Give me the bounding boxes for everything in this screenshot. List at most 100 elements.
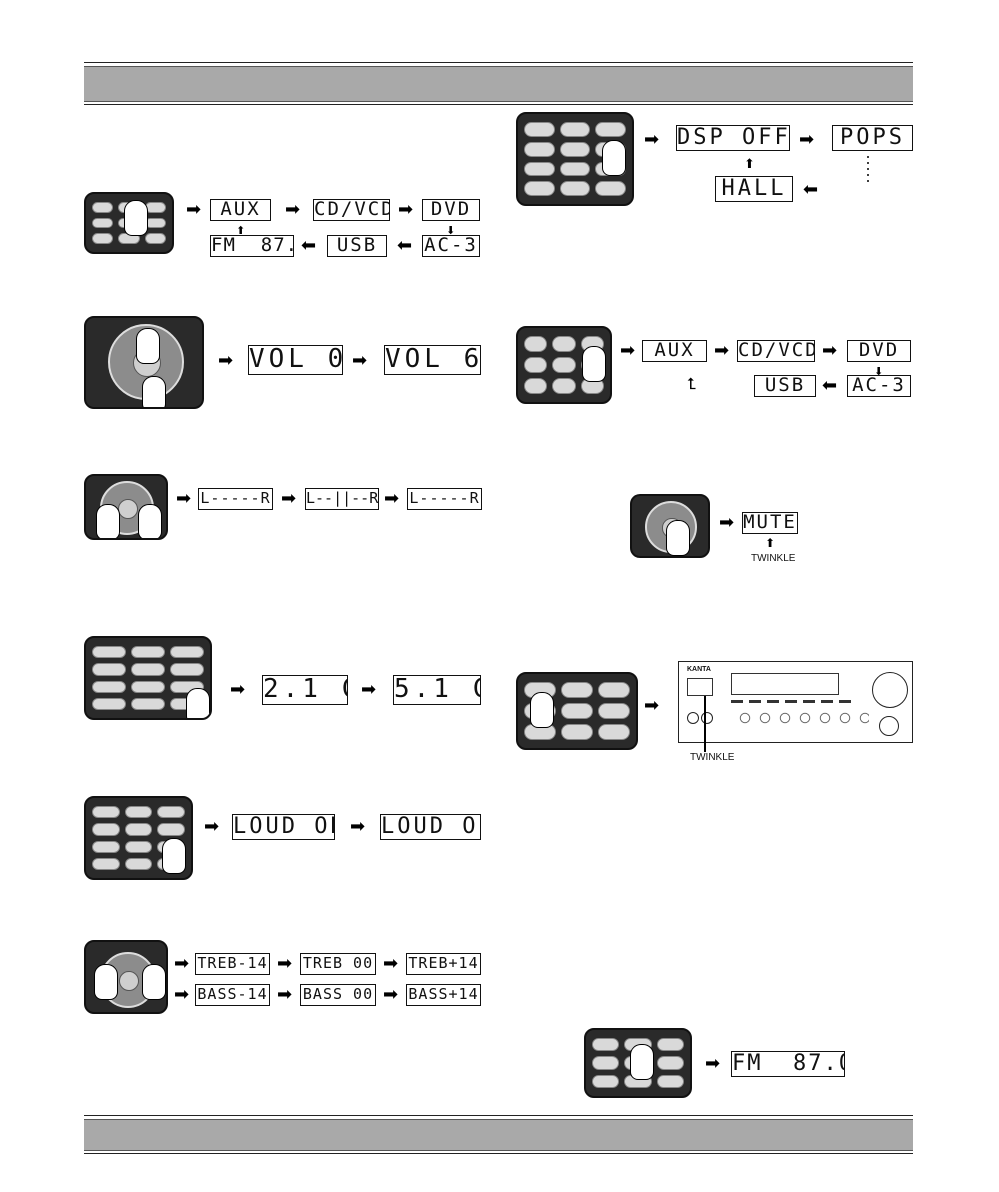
display-vol-00: VOL 00	[248, 345, 343, 375]
arrow-right-icon: ➡	[383, 953, 399, 974]
pointing-hand-icon	[666, 520, 690, 556]
remote-button[interactable]	[92, 806, 120, 819]
arrow-up-icon: ⬆	[236, 224, 246, 237]
stereo-button[interactable]	[559, 161, 591, 177]
pointing-hand-icon	[124, 200, 148, 236]
dsp-button[interactable]	[157, 823, 185, 836]
remote-button[interactable]	[124, 840, 153, 853]
twinkle-pointer-line	[704, 696, 706, 752]
input-button[interactable]	[561, 682, 593, 698]
display-bass-plus-14: BASS+14	[406, 984, 481, 1006]
display-button[interactable]	[656, 1056, 684, 1070]
remote-button[interactable]	[92, 823, 120, 836]
dsp-button[interactable]	[656, 1074, 684, 1088]
remote-button[interactable]	[524, 122, 555, 137]
volume-knob[interactable]	[872, 672, 908, 708]
remote-button[interactable]	[92, 857, 120, 870]
display-button[interactable]	[595, 122, 626, 137]
mute-button[interactable]	[598, 682, 630, 698]
display-hall: HALL	[715, 176, 793, 202]
fm-button[interactable]	[561, 703, 593, 719]
arrow-right-icon: ➡	[174, 984, 190, 1005]
ch-button[interactable]	[92, 217, 114, 229]
pointing-hand-icon	[582, 346, 606, 382]
display-button[interactable]	[598, 703, 630, 719]
remote-button[interactable]	[124, 823, 153, 836]
remote-fm-panel	[584, 1028, 692, 1098]
remote-button[interactable]	[124, 857, 153, 870]
fm-button[interactable]	[559, 122, 591, 137]
display-dvd: DVD	[422, 199, 480, 221]
am-button[interactable]	[561, 724, 593, 740]
display-dsp-off: DSP OFF	[676, 125, 790, 151]
remote-button[interactable]	[92, 680, 126, 693]
pointing-hand-icon	[630, 1044, 654, 1080]
header-rule-bottom	[84, 104, 913, 105]
display-button[interactable]	[157, 806, 185, 819]
remote-button[interactable]	[552, 357, 576, 373]
stereo-button[interactable]	[131, 663, 165, 676]
remote-channel-panel	[84, 636, 212, 720]
pointing-hand-icon	[94, 964, 118, 1000]
display-usb-2: USB	[754, 375, 816, 397]
standby-button[interactable]	[592, 1038, 620, 1052]
remote-button[interactable]	[592, 1056, 620, 1070]
front-display	[731, 673, 839, 695]
front-button-strip	[731, 700, 851, 703]
arrow-right-icon: ➡	[218, 350, 234, 371]
tone-knob[interactable]	[879, 716, 899, 736]
remote-button[interactable]	[524, 378, 548, 394]
remote-button[interactable]	[92, 697, 126, 710]
arrow-right-icon: ➡	[822, 340, 838, 361]
display-balance-center: L--||--R	[305, 488, 379, 510]
dsp-button[interactable]	[598, 724, 630, 740]
arrow-right-icon: ➡	[285, 199, 301, 220]
remote-button[interactable]	[92, 233, 114, 244]
display-fm-8750: FM 87.50	[210, 235, 294, 257]
receiver-front-panel: KANTA	[678, 661, 913, 743]
arrow-left-icon: ⬅	[301, 235, 317, 256]
am-button[interactable]	[131, 646, 165, 659]
arrow-right-icon: ➡	[644, 695, 660, 716]
remote-button[interactable]	[144, 233, 166, 244]
display-balance-right: L-----R	[407, 488, 482, 510]
footer-rule-top	[84, 1115, 913, 1116]
remote-button[interactable]	[524, 181, 555, 196]
twinkle-label-standby: TWINKLE	[690, 752, 735, 763]
arrow-right-icon: ➡	[281, 488, 297, 509]
twinkle-label-mute: TWINKLE	[751, 553, 796, 564]
dsp-button[interactable]	[170, 646, 204, 659]
remote-button[interactable]	[524, 161, 555, 177]
standby-button[interactable]	[524, 336, 548, 352]
arrow-left-icon: ⬅	[803, 179, 819, 200]
remote-button[interactable]	[92, 646, 126, 659]
arrow-right-icon: ➡	[361, 679, 377, 700]
arrow-right-icon: ➡	[384, 488, 400, 509]
remote-button[interactable]	[592, 1074, 620, 1088]
remote-button[interactable]	[124, 806, 153, 819]
mono-button[interactable]	[131, 680, 165, 693]
remote-button[interactable]	[131, 697, 165, 710]
mono-button[interactable]	[559, 181, 591, 196]
arrow-right-icon: ➡	[204, 816, 220, 837]
remote-button[interactable]	[552, 378, 576, 394]
display-2-1-ch: 2.1 CH	[262, 675, 348, 705]
display-cd-vcd: CD/VCD	[313, 199, 390, 221]
arrow-down-icon: ⬇	[874, 365, 884, 378]
remote-button[interactable]	[92, 663, 126, 676]
remote-button[interactable]	[524, 141, 555, 157]
input-button[interactable]	[552, 336, 576, 352]
channel-mode-button[interactable]	[595, 181, 626, 196]
arrow-right-icon: ➡	[383, 984, 399, 1005]
am-button[interactable]	[559, 141, 591, 157]
standby-button-front[interactable]	[687, 712, 699, 724]
standby-button[interactable]	[92, 202, 114, 213]
arrow-down-icon: ⬇	[446, 224, 456, 237]
remote-button[interactable]	[92, 840, 120, 853]
front-knob-row	[739, 712, 869, 724]
loud-button[interactable]	[170, 663, 204, 676]
mute-button[interactable]	[656, 1038, 684, 1052]
display-ac3-2: AC-3	[847, 375, 911, 397]
pointing-hand-icon	[602, 140, 626, 176]
remote-button[interactable]	[524, 357, 548, 373]
